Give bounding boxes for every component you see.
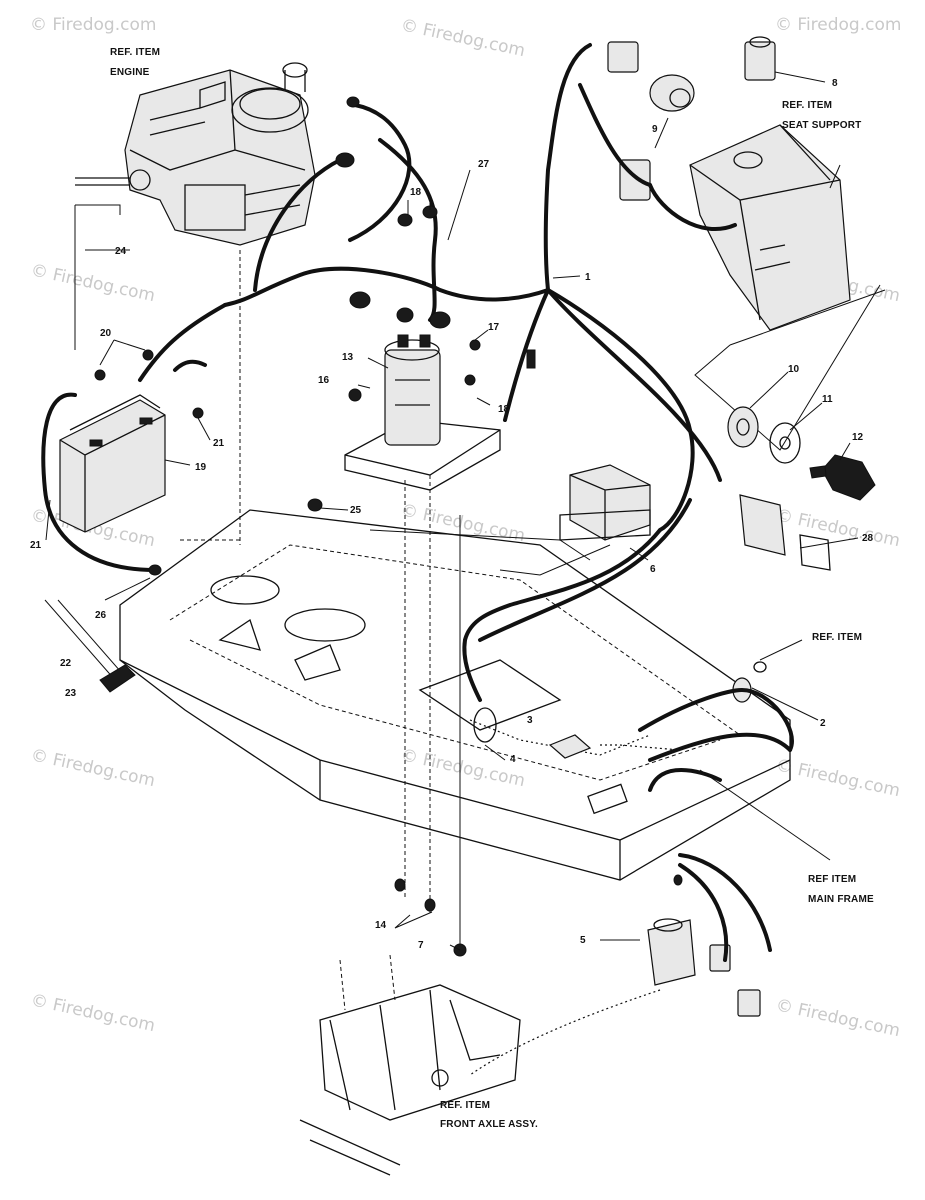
watermark: © Firedog.com [29, 990, 157, 1036]
callout-6: 6 [650, 564, 656, 575]
watermark: © Firedog.com [29, 260, 157, 306]
ref-main-frame-line2: MAIN FRAME [808, 894, 874, 905]
ref-front-axle-line2: FRONT AXLE ASSY. [440, 1119, 538, 1130]
callout-1: 1 [585, 272, 591, 283]
wiring-harness [41, 43, 794, 962]
main-frame-illustration [119, 509, 791, 881]
watermark: © Firedog.com [30, 15, 156, 35]
leader-lines [44, 204, 681, 1076]
callout-18-top: 18 [410, 187, 422, 198]
front-axle-illustration [299, 954, 521, 1176]
reference-labels: REF. ITEM ENGINE REF. ITEM SEAT SUPPORT … [110, 47, 874, 1130]
engine-illustration [75, 62, 316, 246]
callout-20: 20 [100, 328, 112, 339]
callout-25: 25 [350, 505, 362, 516]
watermark: © Firedog.com [774, 505, 902, 551]
ref-seat-support-line2: SEAT SUPPORT [782, 120, 861, 131]
watermark: © Firedog.com [29, 745, 157, 791]
ref-engine-line2: ENGINE [110, 67, 150, 78]
watermark: © Firedog.com [399, 745, 527, 791]
small-parts-illustration [473, 661, 767, 759]
callout-13: 13 [342, 352, 354, 363]
callout-21-right: 21 [213, 438, 225, 449]
callout-16: 16 [318, 375, 330, 386]
ref-engine-line1: REF. ITEM [110, 47, 160, 58]
watermark: © Firedog.com [399, 15, 527, 61]
battery-illustration [59, 394, 166, 533]
callout-14: 14 [375, 920, 387, 931]
connector-illustration [739, 494, 831, 571]
callout-8: 8 [832, 78, 838, 89]
callout-leaders [45, 71, 859, 951]
callout-9: 9 [652, 124, 658, 135]
fasteners [94, 96, 683, 957]
key-parts-illustration [727, 406, 876, 501]
callout-numbers: 1 2 3 4 5 6 7 8 9 10 11 12 13 14 16 17 1… [30, 78, 874, 951]
ref-seat-support-line1: REF. ITEM [782, 100, 832, 111]
neutral-switch-illustration [647, 918, 761, 1017]
callout-27: 27 [478, 159, 490, 170]
callout-21-left: 21 [30, 540, 42, 551]
callout-7: 7 [418, 940, 424, 951]
callout-26: 26 [95, 610, 107, 621]
callout-3: 3 [527, 715, 533, 726]
callout-18-right: 18 [498, 404, 510, 415]
callout-10: 10 [788, 364, 800, 375]
module-6-illustration [559, 464, 651, 541]
watermark: © Firedog.com [775, 15, 901, 35]
callout-22: 22 [60, 658, 72, 669]
watermark: © Firedog.com [399, 500, 527, 546]
watermark: © Firedog.com [774, 755, 902, 801]
seat-switch-illustration [744, 36, 776, 81]
callout-12: 12 [852, 432, 864, 443]
callout-5: 5 [580, 935, 586, 946]
callout-4: 4 [510, 754, 516, 765]
watermark: © Firedog.com [774, 995, 902, 1041]
seat-support-illustration [689, 124, 851, 331]
callout-11: 11 [822, 394, 833, 405]
callout-2: 2 [820, 718, 826, 729]
callout-17: 17 [488, 322, 500, 333]
callout-23: 23 [65, 688, 77, 699]
callout-19: 19 [195, 462, 207, 473]
ignition-switch-illustration [607, 41, 695, 201]
ref-item-label: REF. ITEM [812, 632, 862, 643]
ref-main-frame-line1: REF ITEM [808, 874, 856, 885]
callout-24: 24 [115, 246, 127, 257]
ref-front-axle-line1: REF. ITEM [440, 1100, 490, 1111]
callout-28: 28 [862, 533, 874, 544]
